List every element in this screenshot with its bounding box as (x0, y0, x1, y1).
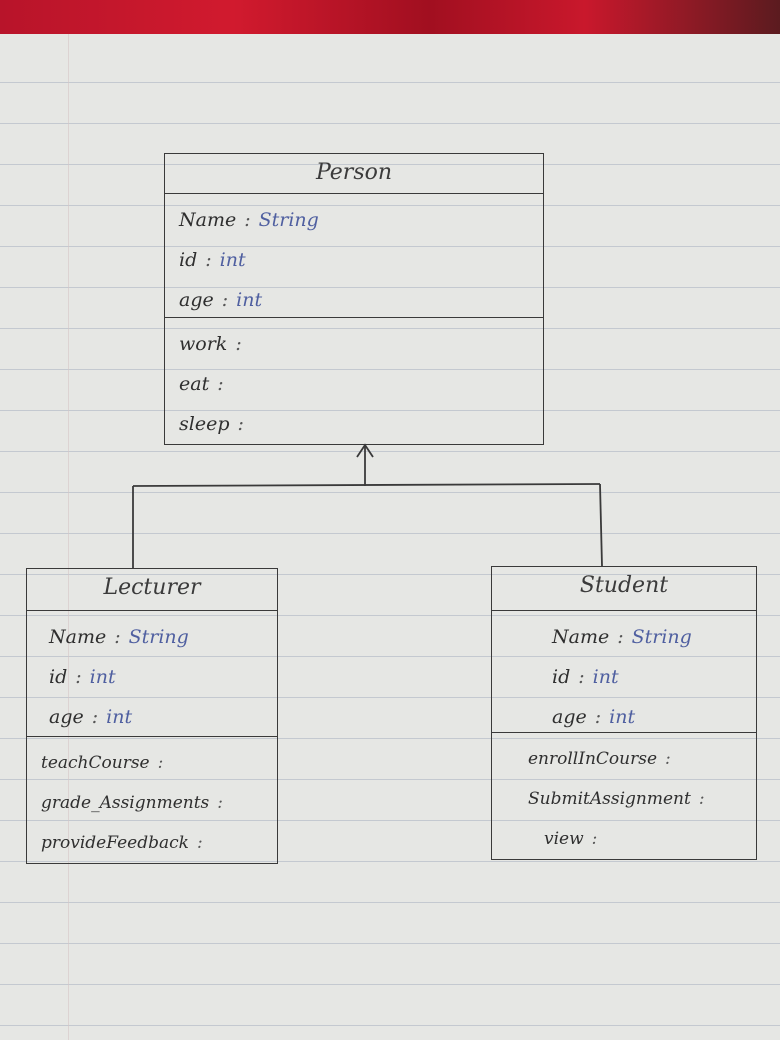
class-name: Student (492, 567, 756, 611)
attribute-type: int (609, 706, 636, 728)
method-row: eat: (179, 373, 224, 395)
attribute-type: String (128, 626, 189, 648)
attribute-name: age (179, 289, 214, 311)
attribute-name: Name (179, 209, 237, 231)
notebook-page (0, 34, 780, 1040)
method-name: work (179, 333, 228, 355)
attribute-type: String (631, 626, 692, 648)
attributes-compartment: Name:String id:int age:int (492, 611, 756, 733)
attribute-row: age:int (179, 289, 263, 311)
method-name: SubmitAssignment (528, 789, 691, 809)
page-margin-line (68, 34, 69, 1040)
methods-compartment: teachCourse: grade_Assignments: provideF… (27, 737, 277, 863)
method-name: teachCourse (41, 753, 150, 773)
methods-compartment: enrollInCourse: SubmitAssignment: view: (492, 733, 756, 859)
method-row: SubmitAssignment: (528, 789, 705, 809)
attribute-type: int (592, 666, 619, 688)
attribute-row: Name:String (179, 209, 319, 231)
attribute-row: age:int (49, 706, 133, 728)
method-row: enrollInCourse: (528, 749, 671, 769)
method-row: grade_Assignments: (41, 793, 223, 813)
attributes-compartment: Name:String id:int age:int (165, 194, 543, 318)
attribute-name: id (552, 666, 571, 688)
attribute-name: age (552, 706, 587, 728)
attribute-name: age (49, 706, 84, 728)
methods-compartment: work: eat: sleep: (165, 318, 543, 444)
attribute-name: Name (49, 626, 107, 648)
attribute-row: id:int (49, 666, 116, 688)
inheritance-arrowhead (356, 443, 374, 458)
method-name: provideFeedback (41, 833, 189, 853)
class-name: Person (165, 154, 543, 194)
method-name: enrollInCourse (528, 749, 658, 769)
class-lecturer: Lecturer Name:String id:int age:int teac… (26, 568, 278, 864)
method-row: teachCourse: (41, 753, 164, 773)
attribute-row: id:int (179, 249, 246, 271)
method-name: eat (179, 373, 210, 395)
method-row: sleep: (179, 413, 244, 435)
method-name: view (544, 829, 584, 849)
attribute-row: Name:String (49, 626, 189, 648)
class-person: Person Name:String id:int age:int work: … (164, 153, 544, 445)
attribute-name: id (179, 249, 198, 271)
attributes-compartment: Name:String id:int age:int (27, 611, 277, 737)
class-student: Student Name:String id:int age:int enrol… (491, 566, 757, 860)
method-row: view: (544, 829, 598, 849)
student-inheritance-line (599, 483, 603, 567)
inheritance-bar (132, 483, 601, 487)
attribute-name: id (49, 666, 68, 688)
method-row: provideFeedback: (41, 833, 203, 853)
method-name: sleep (179, 413, 230, 435)
attribute-type: int (89, 666, 116, 688)
attribute-name: Name (552, 626, 610, 648)
method-name: grade_Assignments (41, 793, 210, 813)
method-row: work: (179, 333, 242, 355)
attribute-type: int (236, 289, 263, 311)
attribute-row: Name:String (552, 626, 692, 648)
attribute-row: age:int (552, 706, 636, 728)
class-name: Lecturer (27, 569, 277, 611)
attribute-type: String (258, 209, 319, 231)
attribute-type: int (219, 249, 246, 271)
attribute-type: int (106, 706, 133, 728)
attribute-row: id:int (552, 666, 619, 688)
